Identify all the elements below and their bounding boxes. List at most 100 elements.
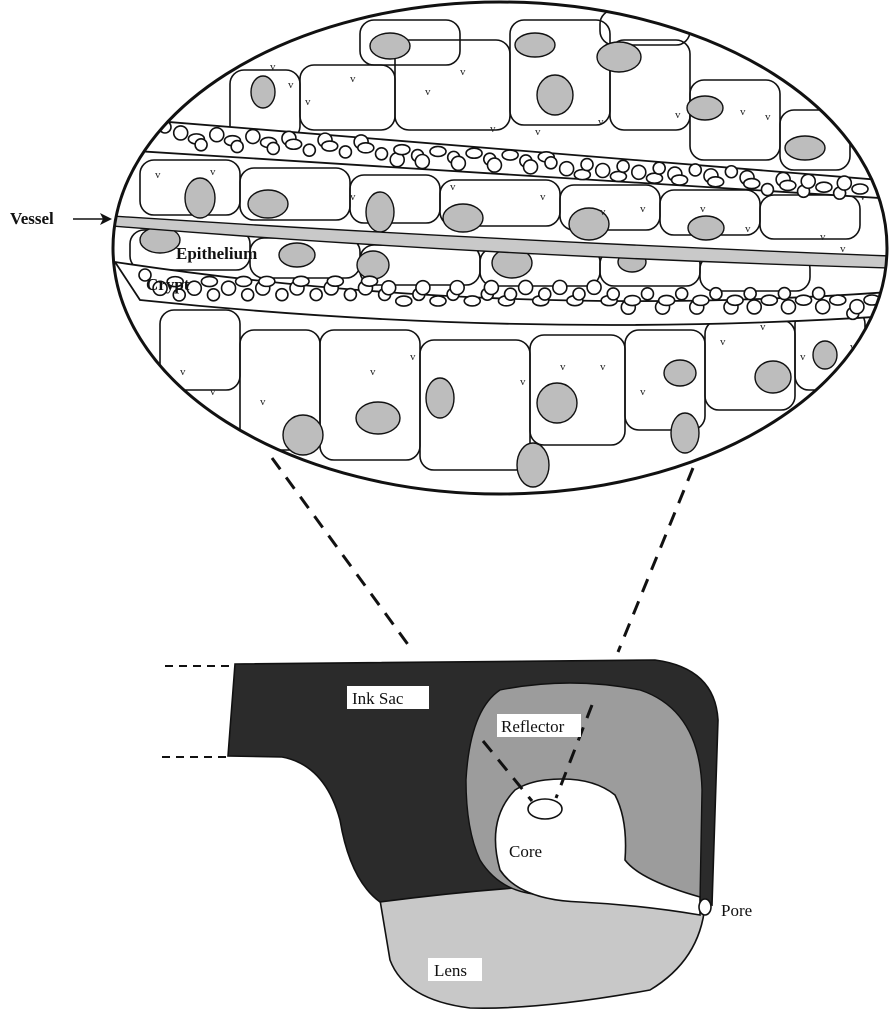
nucleus: [537, 383, 577, 423]
vesicle-mark: v: [460, 66, 466, 78]
symbiont: [796, 295, 812, 305]
symbiont: [466, 148, 482, 158]
symbiont: [416, 281, 430, 295]
symbiont: [816, 300, 830, 314]
nucleus: [356, 402, 400, 434]
symbiont: [524, 160, 538, 174]
label-pore: Pore: [721, 901, 752, 920]
symbiont: [581, 159, 593, 171]
symbiont: [484, 281, 498, 295]
symbiont: [267, 142, 279, 154]
symbiont: [693, 295, 709, 305]
vesicle-mark: v: [800, 351, 806, 363]
symbiont: [519, 280, 533, 294]
vesicle-mark: v: [720, 336, 726, 348]
vesicle-mark: v: [675, 109, 681, 121]
vesicle-mark: v: [840, 243, 846, 255]
nucleus: [426, 378, 454, 418]
nucleus: [283, 415, 323, 455]
symbiont: [573, 288, 585, 300]
symbiont: [727, 295, 743, 305]
label-lens: Lens: [434, 961, 467, 980]
symbiont: [505, 288, 517, 300]
vesicle-mark: v: [305, 96, 311, 108]
symbiont: [487, 158, 501, 172]
symbiont: [747, 300, 761, 314]
nucleus: [515, 33, 555, 57]
vesicle-mark: v: [535, 126, 541, 138]
label-epithelium: Epithelium: [176, 244, 257, 263]
vesicle-mark: v: [700, 203, 706, 215]
symbiont: [293, 276, 309, 286]
symbiont: [632, 165, 646, 179]
nucleus: [251, 76, 275, 108]
symbiont: [276, 289, 288, 301]
symbiont: [430, 296, 446, 306]
symbiont: [242, 289, 254, 301]
nucleus: [755, 361, 791, 393]
symbiont: [545, 157, 557, 169]
vesicle-mark: v: [490, 123, 496, 135]
symbiont: [207, 289, 219, 301]
symbiont: [339, 146, 351, 158]
nucleus: [443, 204, 483, 232]
nucleus: [279, 243, 315, 267]
symbiont: [781, 300, 795, 314]
vesicle-mark: v: [740, 106, 746, 118]
symbiont: [761, 184, 773, 196]
symbiont: [780, 180, 796, 190]
symbiont: [174, 126, 188, 140]
nucleus: [357, 251, 389, 279]
symbiont: [246, 130, 260, 144]
symbiont: [850, 300, 864, 314]
nucleus: [366, 192, 394, 232]
nucleus: [185, 178, 215, 218]
nucleus: [671, 413, 699, 453]
symbiont: [382, 281, 396, 295]
vesicle-mark: v: [210, 386, 216, 398]
symbiont: [607, 288, 619, 300]
symbiont: [710, 288, 722, 300]
symbiont: [553, 280, 567, 294]
nucleus: [664, 360, 696, 386]
symbiont: [231, 141, 243, 153]
symbiont: [653, 162, 665, 174]
symbiont: [376, 148, 388, 160]
vesicle-mark: v: [350, 191, 356, 203]
core-duct-opening: [528, 799, 562, 819]
symbiont: [358, 143, 374, 153]
symbiont: [801, 174, 815, 188]
symbiont: [676, 288, 688, 300]
vesicle-mark: v: [288, 79, 294, 91]
vesicle-mark: v: [350, 73, 356, 85]
symbiont: [327, 276, 343, 286]
label-reflector: Reflector: [501, 717, 565, 736]
nucleus: [597, 42, 641, 72]
symbiont: [641, 288, 653, 300]
nucleus: [813, 341, 837, 369]
vesicle-mark: v: [820, 231, 826, 243]
symbiont: [560, 162, 574, 176]
label-core: Core: [509, 842, 542, 861]
vesicle-mark: v: [410, 351, 416, 363]
symbiont: [689, 164, 701, 176]
vesicle-mark: v: [270, 61, 276, 73]
nucleus: [517, 443, 549, 487]
symbiont: [394, 145, 410, 155]
vesicle-mark: v: [560, 361, 566, 373]
symbiont: [744, 288, 756, 300]
symbiont: [430, 146, 446, 156]
symbiont: [195, 139, 207, 151]
symbiont: [837, 176, 851, 190]
nucleus: [537, 75, 573, 115]
symbiont: [725, 166, 737, 178]
vesicle-mark: v: [180, 366, 186, 378]
symbiont: [236, 276, 252, 286]
label-crypt: Crypt: [146, 275, 190, 294]
label-ink-sac: Ink Sac: [352, 689, 404, 708]
symbiont: [659, 295, 675, 305]
vesicle-mark: v: [745, 223, 751, 235]
symbiont: [672, 175, 688, 185]
